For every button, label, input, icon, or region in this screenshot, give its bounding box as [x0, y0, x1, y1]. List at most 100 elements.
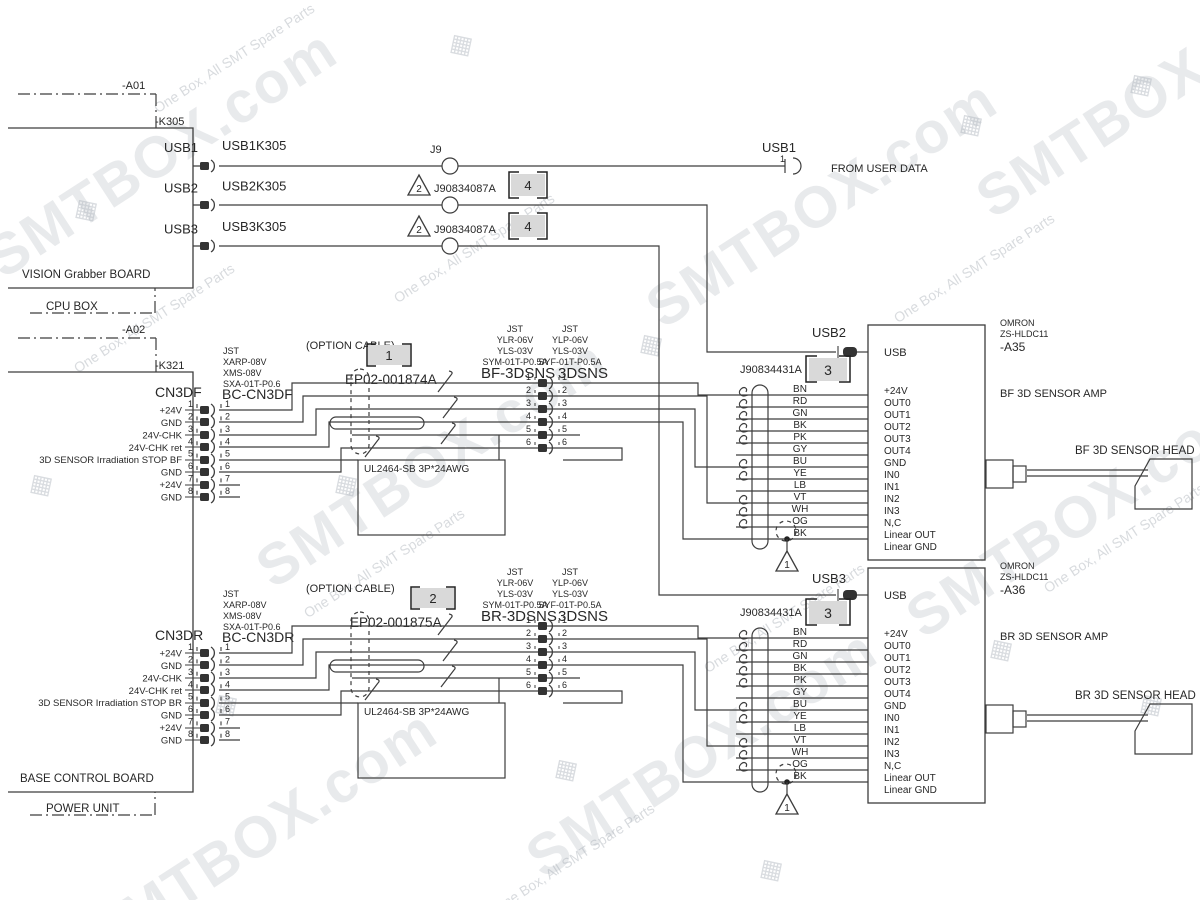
- br-jst-recept-1: YLP-06V: [552, 578, 588, 588]
- qty-brackets: [508, 212, 548, 240]
- bf-amp-usb-pin: USB: [884, 347, 907, 359]
- cn3df-pin-label-1: GND: [161, 418, 182, 429]
- usb-cable-label-1: USB2K305: [222, 179, 286, 194]
- bf-amp-model: ZS-HLDC11: [1000, 329, 1048, 339]
- option-no-box: [368, 345, 410, 365]
- br-wire-color-1: RD: [793, 639, 807, 650]
- j9-label: J9: [430, 144, 442, 156]
- shield-slash-icon: [364, 678, 380, 701]
- cn3dr-pin-label-3: 24V-CHK ret: [129, 686, 183, 697]
- usb-harness-part: J90834087A: [434, 183, 496, 195]
- cn3df-pin-num-r-4: 5: [225, 449, 230, 459]
- br-amp-ref: -A36: [1000, 583, 1026, 597]
- bf-recept-pin-2: 3: [562, 398, 567, 408]
- pin-connector-icon: [199, 465, 216, 479]
- cn3dr-pin-num-r-3: 4: [225, 679, 230, 689]
- bf-plug-pin-1: 2: [526, 385, 531, 395]
- bf-recept-pin-5: 6: [562, 437, 567, 447]
- qty-value: 3: [824, 362, 832, 378]
- qty-brackets: [805, 355, 851, 383]
- bf-wire-color-5: GY: [793, 444, 808, 455]
- shield-slash-icon: [364, 435, 380, 458]
- option-no: 1: [385, 348, 392, 363]
- br-jst-plug-0: JST: [507, 567, 524, 577]
- bf-usb-label: USB2: [812, 325, 846, 340]
- br-amp-pin-12: Linear OUT: [884, 773, 936, 784]
- br-amp-mfr: OMRON: [1000, 561, 1035, 571]
- cn3df-connector: [185, 404, 222, 503]
- br-amp-pin-4: OUT3: [884, 677, 911, 688]
- bf-amp-pin-0: +24V: [884, 386, 908, 397]
- qty-value: 4: [524, 178, 531, 193]
- pin-connector-icon: [199, 658, 216, 672]
- cn3dr-pin-label-1: GND: [161, 661, 182, 672]
- pin-connector-icon: [199, 708, 216, 722]
- usb1-end-connector-icon: [784, 157, 802, 175]
- shield-slash-icon: [442, 396, 458, 419]
- bf-recept-pin-4: 5: [562, 424, 567, 434]
- shield-slash-icon: [440, 665, 456, 688]
- br-plug-pin-0: 1: [526, 615, 531, 625]
- cn3df-pin-label-2: 24V-CHK: [142, 430, 182, 441]
- cpu-usb-port-1: USB2: [164, 181, 198, 196]
- cn3df-pin-num-l-6: 7: [188, 474, 193, 484]
- br-amp-pin-11: N,C: [884, 761, 901, 772]
- bf-jst-recept-2: YLS-03V: [552, 346, 588, 356]
- br-jst-board-1: XARP-08V: [223, 600, 267, 610]
- cpu-box-ref: -A01: [122, 80, 145, 92]
- cn3df-pin-label-5: GND: [161, 468, 182, 479]
- cn3df-pin-label-0: +24V: [160, 406, 183, 417]
- bf-jst-recept-1: YLP-06V: [552, 335, 588, 345]
- from-user-data-label: FROM USER DATA: [831, 163, 928, 175]
- pin-connector-icon: [199, 696, 216, 710]
- cn3dr-pin-label-5: GND: [161, 711, 182, 722]
- cn3df-pin-num-l-2: 3: [188, 424, 193, 434]
- bf-amp-mfr: OMRON: [1000, 318, 1035, 328]
- br-amp-pin-10: IN3: [884, 749, 900, 760]
- bf-sensor-head: [985, 458, 1193, 510]
- cn3dr-pin-num-l-7: 8: [188, 729, 193, 739]
- br-amp-name: BR 3D SENSOR AMP: [1000, 631, 1108, 643]
- base-board-label: BASE CONTROL BOARD: [20, 773, 154, 785]
- bf-amp-pin-7: IN0: [884, 470, 900, 481]
- bf-head-label: BF 3D SENSOR HEAD: [1075, 445, 1195, 457]
- br-wire-color-6: BU: [793, 699, 807, 710]
- br-wire-color-3: BK: [793, 663, 807, 674]
- cn3df-pin-num-l-5: 6: [188, 461, 193, 471]
- pin-connector-icon: [199, 721, 216, 735]
- j9-connector-icons: [441, 157, 459, 255]
- br-jst-board-0: JST: [223, 589, 240, 599]
- qty-value: 3: [824, 605, 832, 621]
- br-recept-label: 3DSNS: [558, 608, 608, 625]
- cn3dr-pin-label-4: 3D SENSOR Irradiation STOP BR: [38, 698, 182, 709]
- br-jst-recept-0: JST: [562, 567, 579, 577]
- br-plug-pin-1: 2: [526, 628, 531, 638]
- pin-connector-icon: [199, 478, 216, 492]
- bf-amp-pin-12: Linear OUT: [884, 530, 936, 541]
- br-amp-usb-pin: USB: [884, 590, 907, 602]
- bf-wire-color-6: BU: [793, 456, 807, 467]
- cn3df-pin-num-l-4: 5: [188, 449, 193, 459]
- bf-jst-plug-3: SYM-01T-P0.5A: [482, 357, 547, 367]
- br-usb-label: USB3: [812, 571, 846, 586]
- bf-jst-recept-0: JST: [562, 324, 579, 334]
- br-amp-pin-13: Linear GND: [884, 785, 937, 796]
- br-amp-pin-8: IN1: [884, 725, 900, 736]
- shield-slash-icon: [437, 370, 453, 393]
- cn3dr-pin-num-l-1: 2: [188, 654, 193, 664]
- bf-jst-plug-2: YLS-03V: [497, 346, 533, 356]
- br-amp-model: ZS-HLDC11: [1000, 572, 1048, 582]
- cn3dr-pin-num-r-5: 6: [225, 704, 230, 714]
- cn3df-pin-num-l-1: 2: [188, 411, 193, 421]
- bf-amp-pin-10: IN3: [884, 506, 900, 517]
- qty-box: [809, 358, 847, 381]
- cn3dr-pin-num-r-1: 2: [225, 654, 230, 664]
